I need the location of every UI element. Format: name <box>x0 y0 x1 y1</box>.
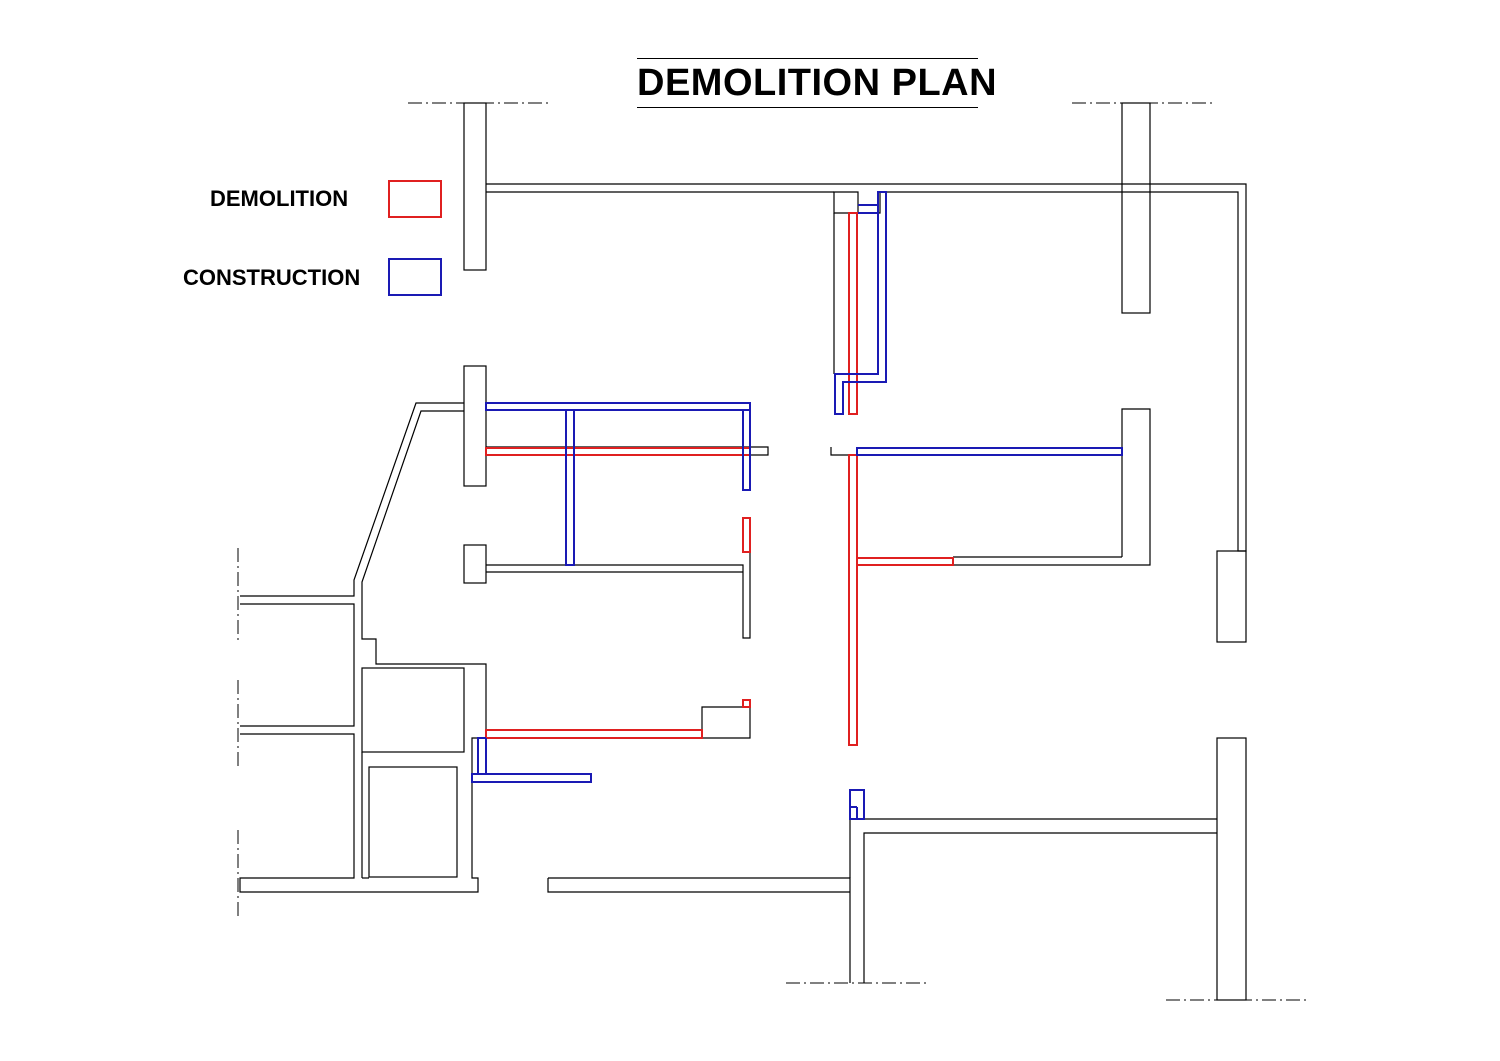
construction-wall <box>565 409 575 566</box>
construction-wall <box>485 402 751 411</box>
break-lines <box>237 102 1310 1001</box>
legend-demolition-label: DEMOLITION <box>210 186 349 211</box>
legend-demolition-swatch <box>388 180 442 218</box>
column <box>1121 102 1151 314</box>
room-block <box>361 667 465 753</box>
room-block <box>368 766 458 878</box>
existing-walls <box>239 102 1247 1001</box>
column <box>1216 550 1247 643</box>
demolition-wall <box>848 454 858 746</box>
demolition-wall <box>485 447 751 456</box>
construction-wall <box>856 447 1123 456</box>
demolition-walls <box>485 212 954 746</box>
top-exterior-wall <box>486 183 1247 552</box>
diagonal-wall <box>240 402 464 597</box>
construction-wall <box>834 191 887 415</box>
construction-walls <box>471 191 1123 820</box>
column <box>463 544 487 584</box>
legend-construction-label: CONSTRUCTION <box>183 265 361 290</box>
demolition-wall <box>485 729 703 739</box>
demolition-wall <box>856 557 954 566</box>
plan-title: DEMOLITION PLAN <box>637 58 997 108</box>
legend-construction-swatch <box>388 258 442 296</box>
column <box>463 102 487 271</box>
construction-wall <box>471 737 592 783</box>
demolition-wall <box>848 212 858 415</box>
demolition-wall <box>742 517 751 553</box>
demolition-wall <box>742 699 751 708</box>
column <box>463 365 487 487</box>
column <box>1216 737 1247 1001</box>
construction-wall <box>742 409 751 491</box>
